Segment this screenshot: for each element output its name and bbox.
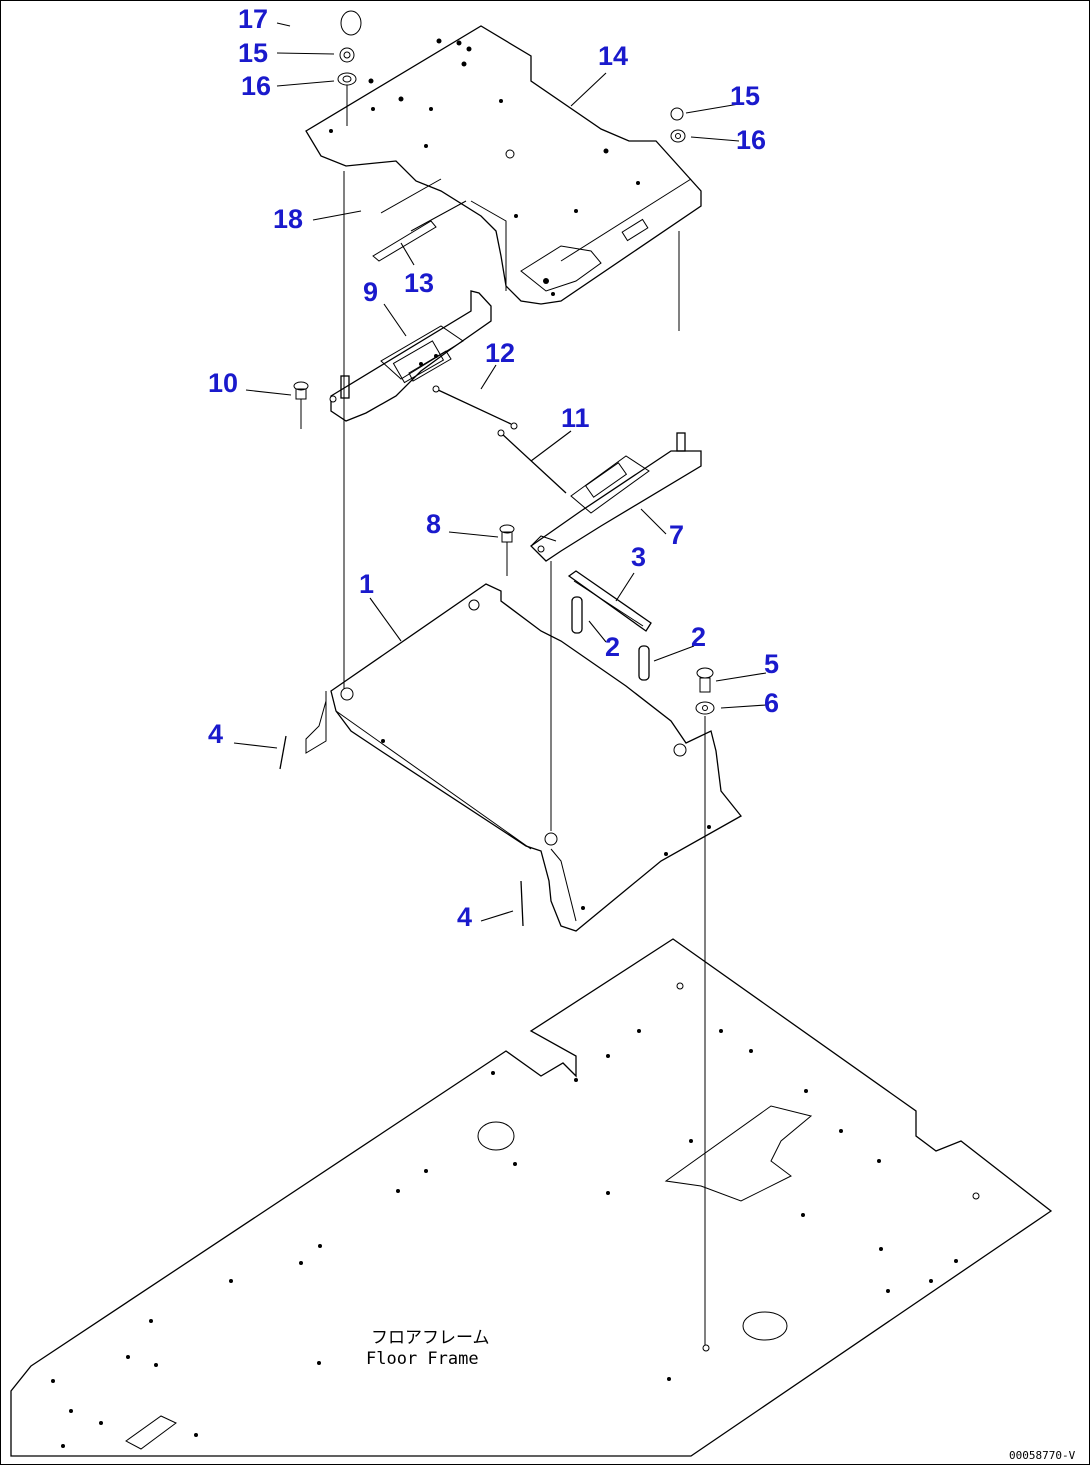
gasket-3 xyxy=(567,570,652,632)
callout-1: 1 xyxy=(359,569,374,599)
callout-11: 11 xyxy=(561,403,590,433)
base-plate-1 xyxy=(305,583,742,932)
bolt-5 xyxy=(696,667,714,693)
callouts: 17 15 16 14 15 16 18 13 9 12 10 11 8 7 3… xyxy=(208,4,779,932)
callout-8: 8 xyxy=(426,509,441,539)
callout-10: 10 xyxy=(208,368,238,398)
bracket-9 xyxy=(329,290,492,422)
callout-18: 18 xyxy=(273,204,303,234)
leader-lines xyxy=(233,22,767,922)
spacer-2a xyxy=(571,596,583,634)
pin-4a xyxy=(279,735,287,770)
pin-4b xyxy=(520,880,524,927)
callout-14: 14 xyxy=(598,41,628,71)
callout-4-lower: 4 xyxy=(457,902,472,932)
callout-13: 13 xyxy=(404,268,434,298)
callout-3: 3 xyxy=(631,542,646,572)
floor-frame-label-en: Floor Frame xyxy=(366,1349,479,1369)
bolt-10 xyxy=(293,381,309,429)
callout-2-right: 2 xyxy=(691,622,706,652)
callout-17: 17 xyxy=(238,4,268,34)
callout-6: 6 xyxy=(764,688,779,718)
callout-7: 7 xyxy=(669,520,684,550)
bolt-8 xyxy=(499,524,515,576)
cable-11 xyxy=(497,429,567,494)
callout-4: 4 xyxy=(208,719,223,749)
callout-16-right: 16 xyxy=(736,125,766,155)
callout-16: 16 xyxy=(241,71,271,101)
drawing-code: 00058770-V xyxy=(1009,1449,1076,1462)
floor-frame xyxy=(10,938,1053,1457)
assembly-axes xyxy=(343,171,706,1346)
callout-9: 9 xyxy=(363,277,378,307)
callout-2: 2 xyxy=(605,632,620,662)
bracket-7 xyxy=(529,432,702,562)
spacer-2b xyxy=(638,645,650,681)
washer-6 xyxy=(695,701,715,715)
top-plate-fasteners xyxy=(337,10,686,331)
callout-12: 12 xyxy=(485,338,515,368)
callout-15: 15 xyxy=(238,38,268,68)
callout-15-right: 15 xyxy=(730,81,760,111)
floor-frame-label-jp: フロアフレーム xyxy=(371,1328,490,1348)
cable-12 xyxy=(432,385,518,430)
callout-5: 5 xyxy=(764,649,779,679)
top-plate xyxy=(305,25,702,305)
